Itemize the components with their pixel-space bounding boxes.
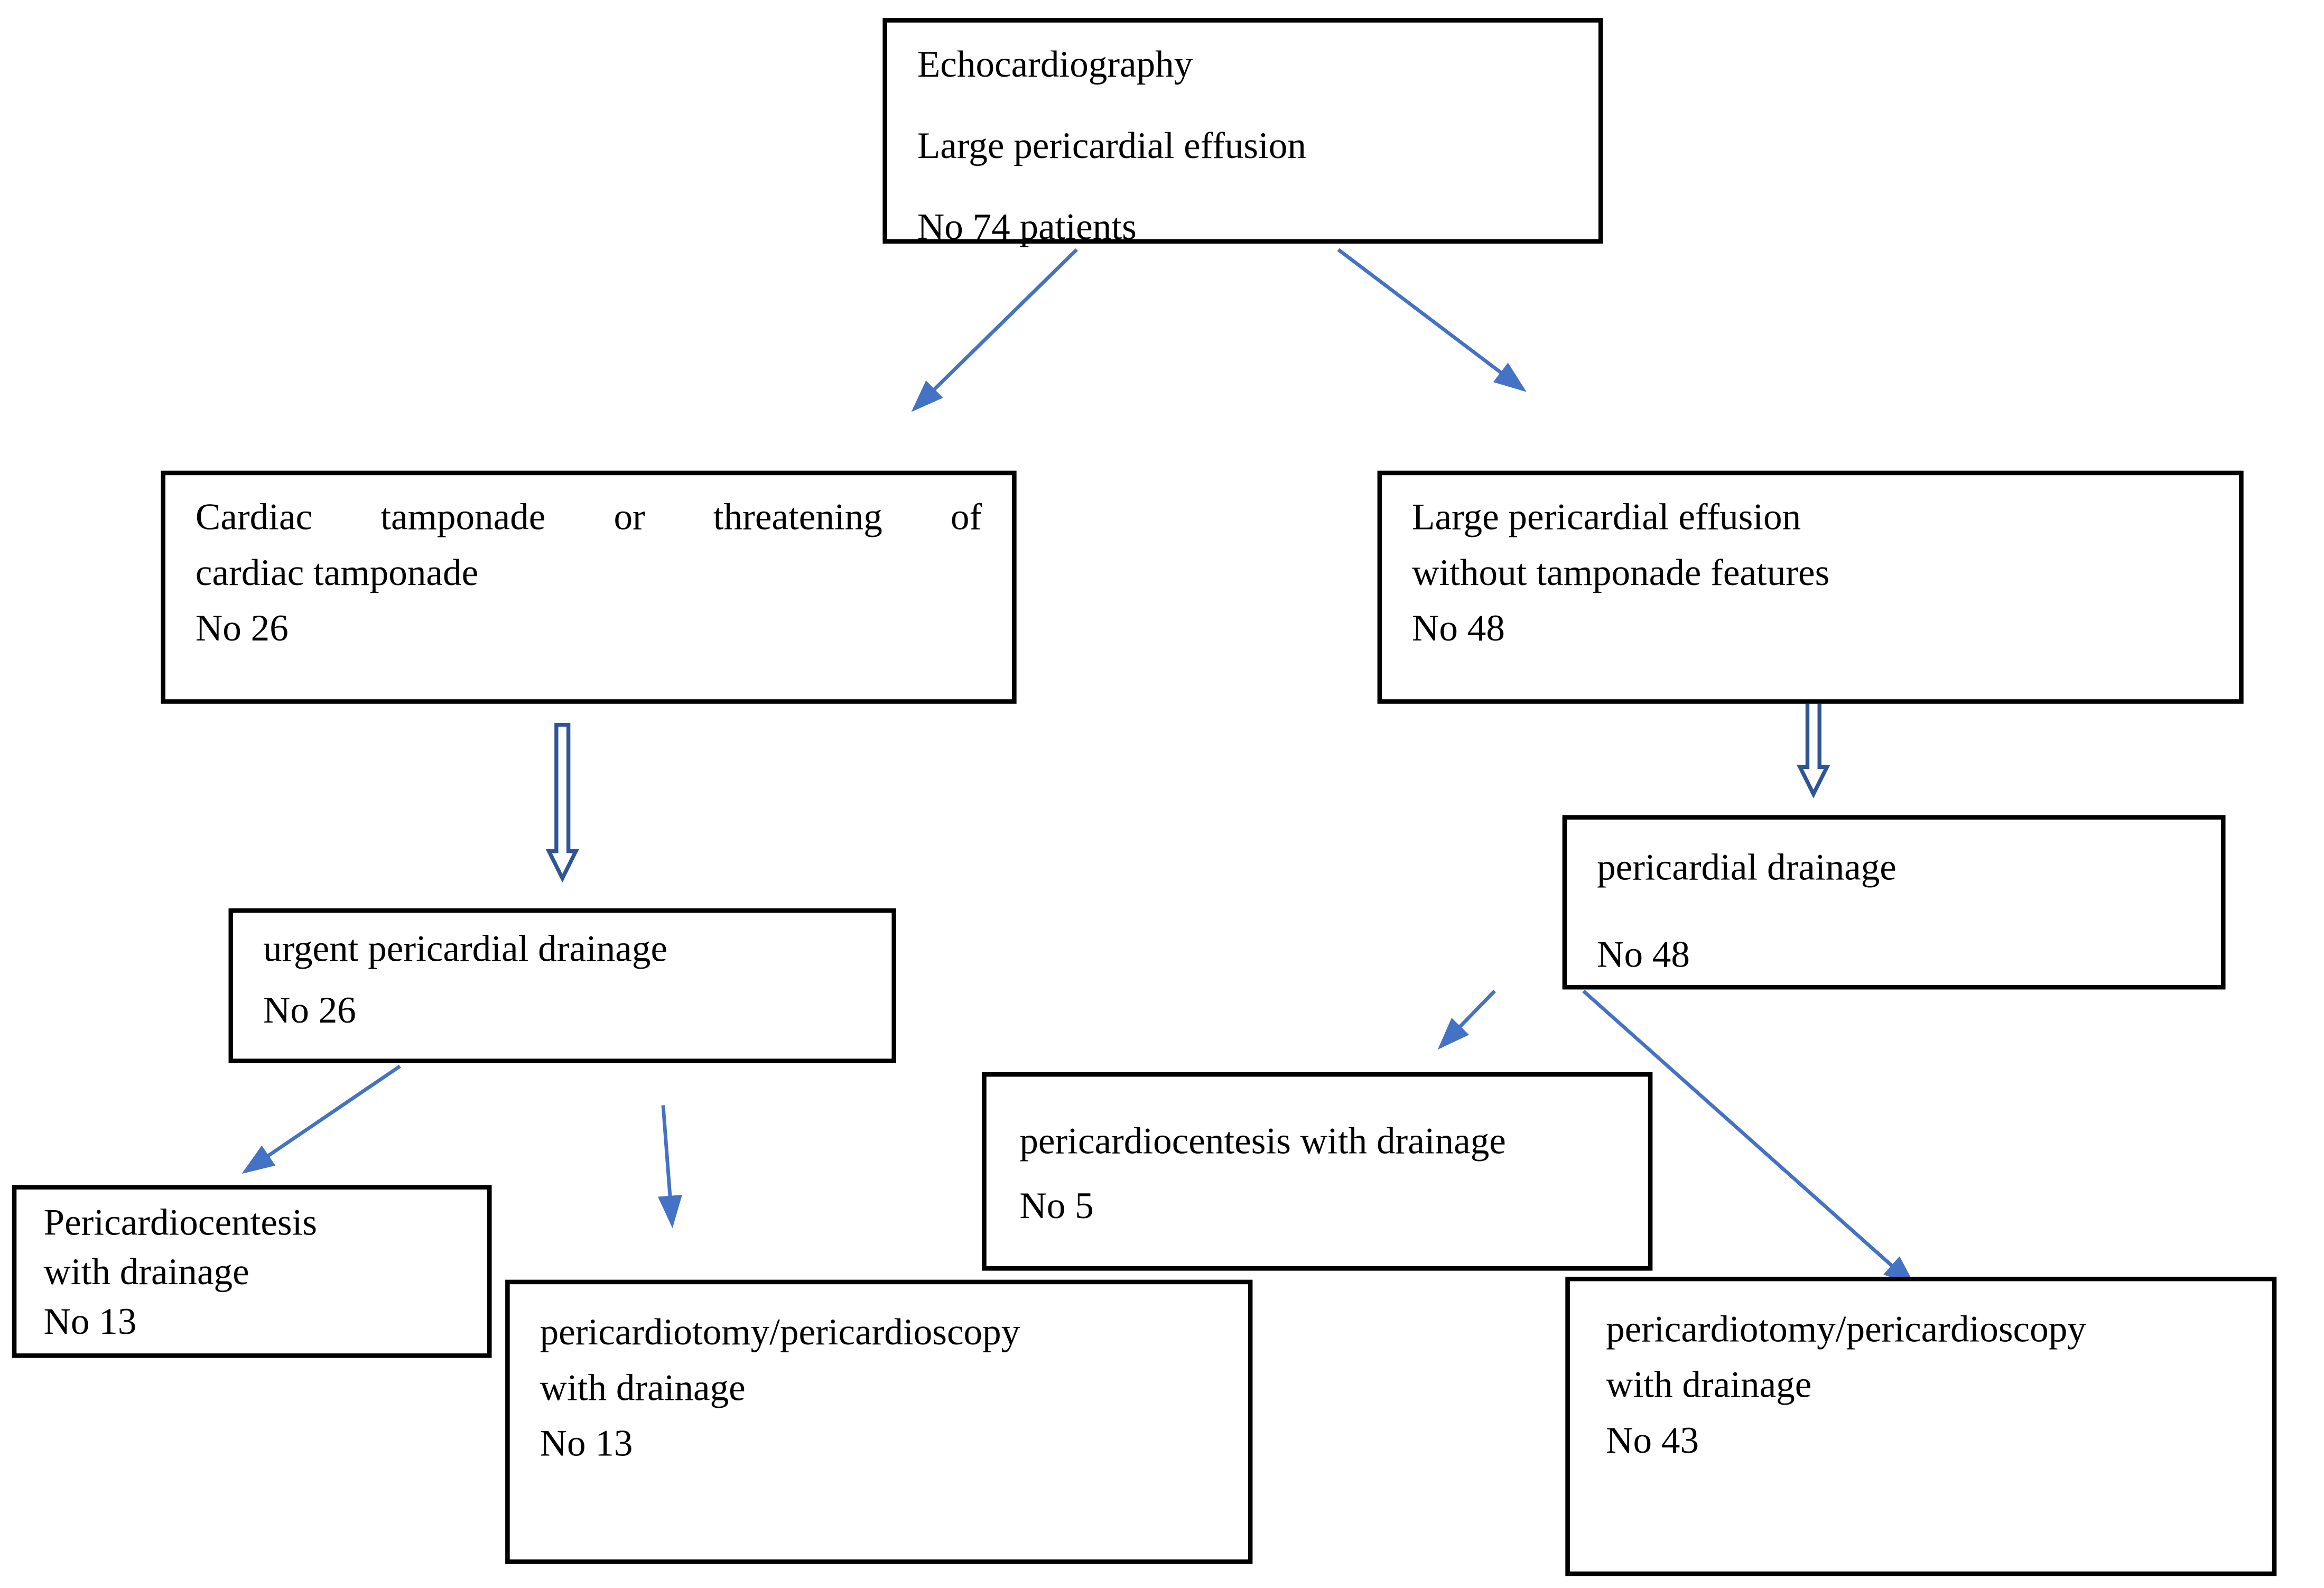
node-line: Echocardiography	[917, 45, 1193, 86]
node-line: No 48	[1412, 609, 1505, 650]
edge-echo-tamponade	[911, 248, 1078, 412]
node-line: No 26	[195, 609, 289, 650]
node-line: pericardiotomy/pericardioscopy	[1606, 1310, 2086, 1351]
node-line: with drainage	[43, 1252, 249, 1294]
node-line: pericardial drainage	[1597, 848, 1897, 889]
node-line: with drainage	[540, 1368, 746, 1409]
node-line: Pericardiocentesis	[43, 1203, 318, 1244]
node-line: without tamponade features	[1412, 553, 1830, 595]
edge-drainage48-centesis5	[1437, 989, 1496, 1050]
node-line: No 48	[1597, 935, 1690, 976]
node-line: Large pericardial effusion	[917, 126, 1306, 167]
node-line: No 13	[43, 1302, 137, 1343]
node-line: No 43	[1606, 1421, 1699, 1462]
edge-drainage48-otomy43	[1582, 989, 1916, 1287]
node-line: urgent pericardial drainage	[263, 929, 668, 970]
edge-urgent-otomy13	[657, 1105, 682, 1229]
node-urgent-pericardial-drainage: urgent pericardial drainage No 26	[228, 908, 897, 1063]
node-pericardiotomy-13: pericardiotomy/pericardioscopy with drai…	[505, 1279, 1253, 1564]
node-echocardiography: Echocardiography Large pericardial effus…	[882, 18, 1603, 248]
edge-urgent-centesis13	[241, 1064, 401, 1174]
node-line: No 5	[1019, 1186, 1094, 1228]
node-line: pericardiocentesis with drainage	[1019, 1121, 1506, 1163]
node-line: No 13	[540, 1424, 633, 1465]
node-line: Cardiac tamponade or threatening of	[195, 497, 982, 538]
node-line: No 74 patients	[917, 207, 1137, 248]
node-line: cardiac tamponade	[195, 553, 479, 595]
node-pericardiocentesis-13: Pericardiocentesis with drainage No 13	[12, 1185, 492, 1358]
node-line: with drainage	[1606, 1365, 1812, 1406]
node-line: No 26	[263, 991, 356, 1032]
node-pericardial-drainage: pericardial drainage No 48	[1562, 815, 2226, 990]
edge-tamponade-urgent-block-arrow	[545, 722, 579, 883]
node-effusion-without-tamponade: Large pericardial effusion without tampo…	[1377, 470, 2244, 704]
node-line: pericardiotomy/pericardioscopy	[540, 1313, 1020, 1354]
node-cardiac-tamponade: Cardiac tamponade or threatening of card…	[161, 470, 1017, 704]
edge-echo-noTamponade	[1337, 248, 1527, 392]
node-line: Large pericardial effusion	[1412, 497, 1801, 538]
node-pericardiocentesis-5: pericardiocentesis with drainage No 5	[982, 1072, 1653, 1271]
node-pericardiotomy-43: pericardiotomy/pericardioscopy with drai…	[1565, 1276, 2277, 1576]
